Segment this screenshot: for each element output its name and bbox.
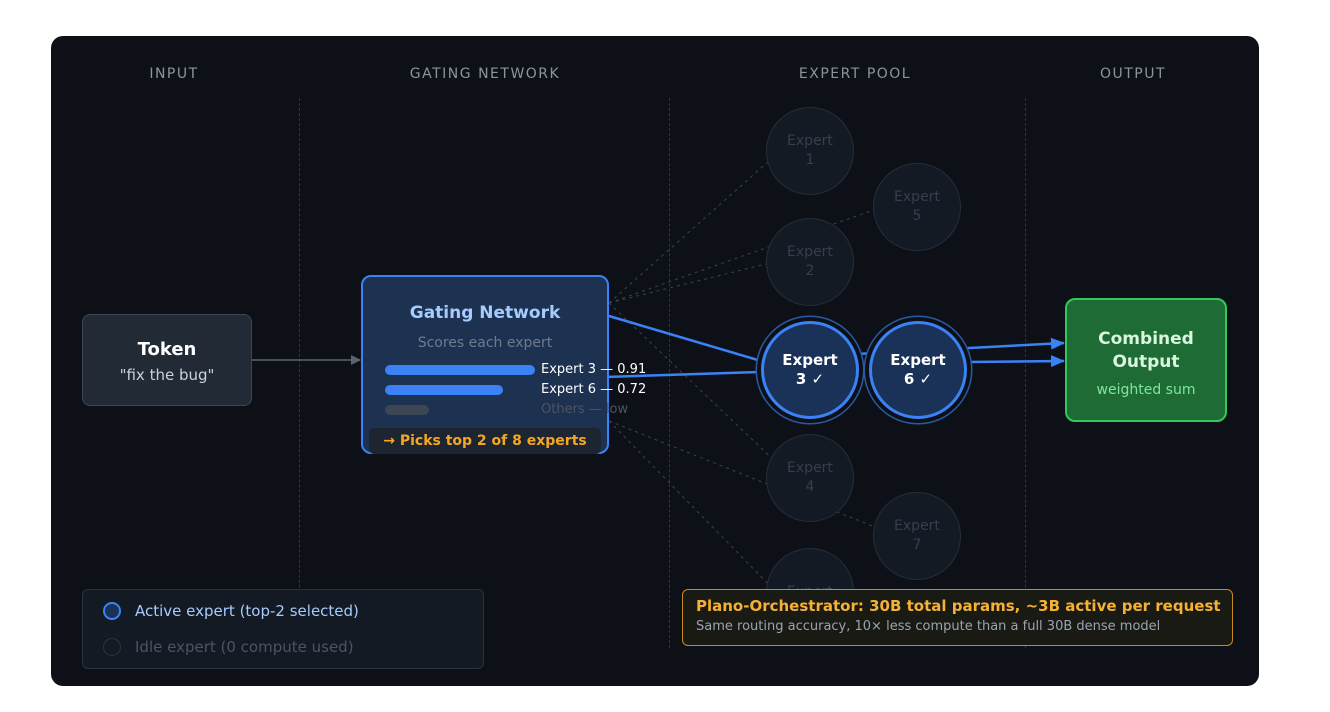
output-title: Combined Output <box>1098 329 1194 372</box>
token-title: Token <box>137 339 197 360</box>
output-subtitle: weighted sum <box>1096 382 1196 398</box>
column-header-output: OUTPUT <box>1099 66 1167 82</box>
column-divider <box>669 98 670 648</box>
note-subtitle: Same routing accuracy, 10× less compute … <box>696 619 1161 634</box>
legend: Active expert (top-2 selected) Idle expe… <box>82 589 484 669</box>
moe-diagram-panel: INPUT GATING NETWORK EXPERT POOL OUTPUT <box>51 36 1259 686</box>
gating-title: Gating Network <box>409 303 561 323</box>
orchestrator-note: Plano-Orchestrator: 30B total params, ~3… <box>682 589 1233 646</box>
score-bar-expert-6 <box>385 385 503 395</box>
note-title: Plano-Orchestrator: 30B total params, ~3… <box>696 597 1221 615</box>
score-bar-others <box>385 405 429 415</box>
column-header-gating: GATING NETWORK <box>409 66 561 82</box>
gating-network-node: Gating Network Scores each expert Expert… <box>361 275 646 454</box>
column-divider <box>299 98 300 648</box>
legend-item-active: Active expert (top-2 selected) <box>103 602 359 620</box>
legend-item-idle: Idle expert (0 compute used) <box>103 638 354 656</box>
score-label-expert-6: Expert 6 — 0.72 <box>541 382 647 397</box>
score-label-others: Others — low <box>541 402 629 417</box>
token-node: Token "fix the bug" <box>82 314 252 406</box>
gating-subtitle: Scores each expert <box>417 335 553 351</box>
idle-routes <box>608 152 886 595</box>
pick-top-note: → Picks top 2 of 8 experts <box>369 428 601 454</box>
column-header-expert-pool: EXPERT POOL <box>798 66 912 82</box>
combined-output-node: Combined Output weighted sum <box>1065 298 1227 422</box>
expert-6-to-output <box>967 355 1065 368</box>
route-to-expert-3 <box>608 314 779 369</box>
score-bar-expert-3 <box>385 365 535 375</box>
score-label-expert-3: Expert 3 — 0.91 <box>541 362 647 377</box>
active-expert-swatch-icon <box>103 602 121 620</box>
token-text: "fix the bug" <box>119 366 215 384</box>
column-header-input: INPUT <box>149 66 199 82</box>
column-divider <box>1025 98 1026 648</box>
idle-expert-swatch-icon <box>103 638 121 656</box>
